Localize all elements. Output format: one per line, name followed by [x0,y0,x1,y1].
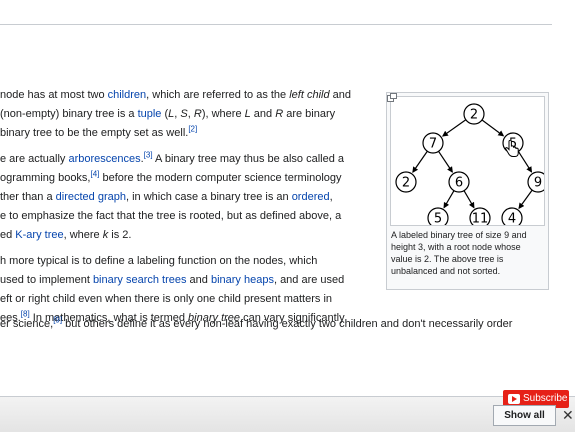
tree-node-n6 [448,171,470,193]
text-line: h more typical is to define a labeling f… [0,255,318,267]
tree-edge [463,190,475,209]
tree-edge [517,151,533,173]
tree-node-label: 11 [472,212,489,226]
citation-link[interactable]: [4] [90,169,100,179]
tree-node-n2root [463,103,485,125]
text-line: binary tree to be the empty set as well.… [0,124,198,139]
tree-node-label: 2 [402,176,410,191]
emphasis-text: binary tree [188,312,241,324]
paragraph-4-line: er science,[9] but others define it as e… [0,315,513,330]
citation-link[interactable]: [2] [188,124,198,134]
tree-node-n4 [501,207,523,225]
link-tuple[interactable]: tuple [137,108,162,120]
citation: [8] [21,309,30,318]
text-line: node has at most two children, which are… [0,89,352,101]
emphasis-text: S [180,108,188,120]
link-children[interactable]: children [107,89,147,101]
paragraph-3: h more typical is to define a labeling f… [0,252,378,328]
emphasis-text: left child [289,89,330,101]
tree-edge [441,119,467,137]
tree-node-label: 5 [434,212,442,226]
youtube-play-icon [508,394,520,404]
text-line: ees.[8] In mathematics, what is termed b… [0,309,345,324]
citation: [9] [53,315,62,324]
citation: [4] [91,169,100,178]
citation-link[interactable]: [9] [53,315,63,325]
text-line: ogramming books,[4] before the modern co… [0,169,342,184]
text-line: e are actually arborescences.[3] A binar… [0,150,344,165]
tree-node-n7 [422,132,444,154]
tree-edge [438,150,453,173]
emphasis-text: L [168,108,175,120]
emphasis-text: k [102,229,109,241]
text-line: used to implement binary search trees an… [0,274,345,286]
subscribe-button[interactable]: Subscribe [503,390,569,408]
binary-tree-diagram[interactable]: 2 7 5 2 6 9 5 11 4 [390,96,545,226]
figure-caption: A labeled binary tree of size 9 and heig… [391,230,527,276]
tree-node-n11 [469,207,491,225]
text-line: ther than a directed graph, in which cas… [0,191,333,203]
tree-node-label: 2 [470,108,478,123]
text-line: (non-empty) binary tree is a tuple (L, S… [0,108,336,120]
close-icon[interactable]: ✕ [562,407,574,423]
link-binary-search-trees[interactable]: binary search trees [92,274,187,286]
paragraph-1: node has at most two children, which are… [0,86,378,143]
paragraph-2: e are actually arborescences.[3] A binar… [0,150,378,245]
text-line: ed K-ary tree, where k is 2. [0,229,132,241]
tree-edge [481,119,505,137]
citation-link[interactable]: [3] [143,150,153,160]
citation: [3] [144,150,153,159]
tree-node-label: 4 [508,212,516,226]
emphasis-text: R [193,108,202,120]
link-ordered[interactable]: ordered [291,191,330,203]
show-all-button[interactable]: Show all [493,405,556,426]
citation: [2] [188,124,197,133]
header-divider [0,24,552,25]
subscribe-label: Subscribe [523,393,568,404]
tree-edge [518,189,533,210]
link-k-ary-tree[interactable]: K-ary tree [15,229,64,241]
link-directed-graph[interactable]: directed graph [55,191,126,203]
tree-node-n9 [527,171,544,193]
emphasis-text: R [275,108,284,120]
tree-node-label: 9 [534,176,542,191]
tree-edge [412,150,428,173]
hand-cursor-icon [504,140,519,157]
text-line: eft or right child even when there is on… [0,293,333,305]
tree-node-n2leaf [395,171,417,193]
link-binary-heaps[interactable]: binary heaps [210,274,274,286]
link-arborescences[interactable]: arborescences [68,153,141,165]
tree-node-label: 7 [429,137,437,152]
enlarge-icon[interactable] [387,93,397,102]
citation-link[interactable]: [8] [20,309,30,319]
tree-edge [443,190,455,209]
video-bottom-bar [0,396,575,432]
emphasis-text: L [244,108,251,120]
tree-node-label: 5 [509,137,517,152]
figure-thumbnail: 2 7 5 2 6 9 5 11 4 A labeled binary tree of size… [386,92,549,290]
tree-node-label: 6 [455,176,463,191]
text-line: e to emphasize the fact that the tree is… [0,210,342,222]
binary-tree-svg: 2 7 5 2 6 9 5 11 4 [395,103,544,226]
tree-node-n5bottom [427,207,449,225]
article-body: node has at most two children, which are… [0,86,378,328]
